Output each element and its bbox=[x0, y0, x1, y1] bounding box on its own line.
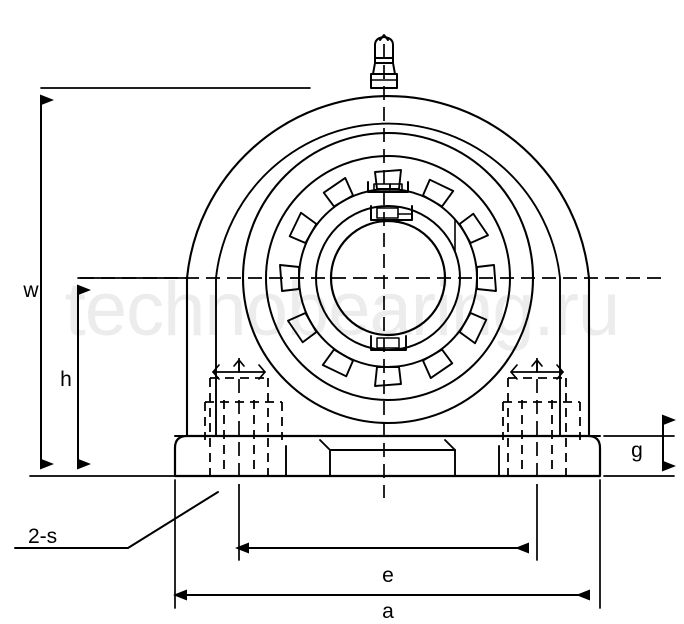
mounting-base bbox=[173, 434, 602, 478]
extension-lines bbox=[29, 87, 675, 609]
dim-label-e: e bbox=[382, 564, 394, 587]
dimension-arrows bbox=[40, 94, 676, 601]
dim-label-w: w bbox=[22, 279, 39, 302]
dim-label-a: a bbox=[382, 600, 394, 623]
tabbed-lock-washer bbox=[279, 169, 497, 387]
slot-callout-leader bbox=[14, 491, 219, 549]
dim-label-g: g bbox=[631, 439, 643, 462]
lock-washer-bent-tab bbox=[367, 181, 456, 253]
dim-label-2s: 2-s bbox=[28, 525, 57, 548]
bolt-slot-width-markers bbox=[212, 359, 564, 380]
pillow-block-housing-outline bbox=[185, 95, 591, 438]
centerlines bbox=[80, 44, 668, 498]
lock-nut-bottom-slot bbox=[370, 335, 407, 351]
grease-nipple-icon bbox=[370, 34, 398, 89]
dim-label-h: h bbox=[60, 368, 72, 391]
hidden-bolt-slots bbox=[204, 377, 581, 476]
